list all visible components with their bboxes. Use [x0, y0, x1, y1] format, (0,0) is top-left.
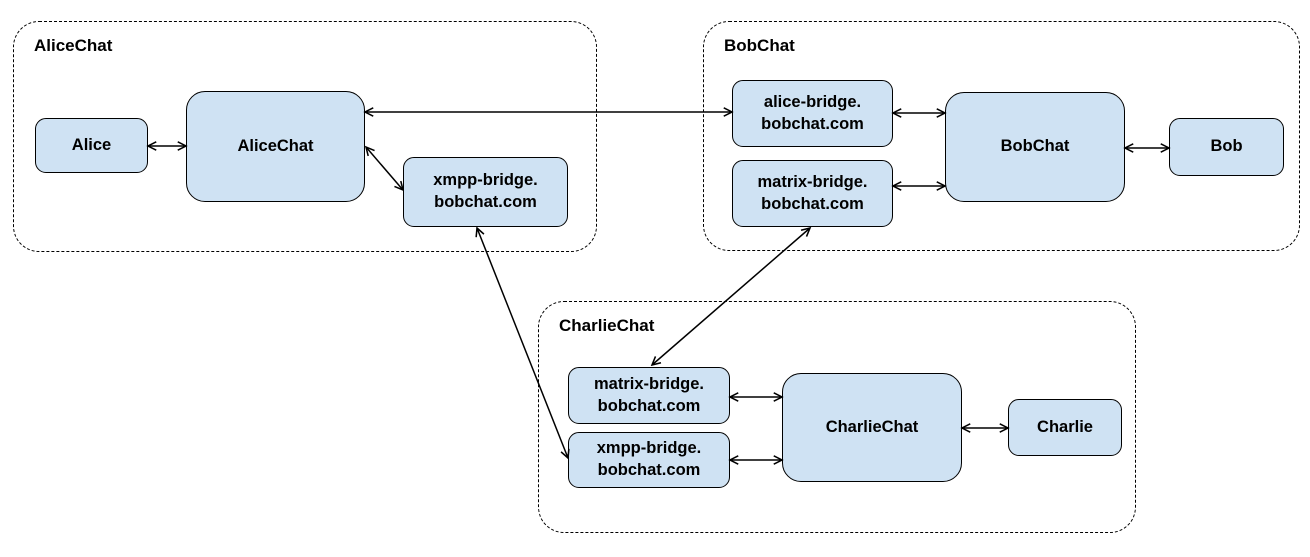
node-charlie: Charlie	[1008, 399, 1122, 456]
node-alice-bridge-bob: alice-bridge. bobchat.com	[732, 80, 893, 147]
node-alice-label: Alice	[71, 135, 112, 154]
group-alicechat-label: AliceChat	[34, 36, 113, 55]
node-alicechat-server-label: AliceChat	[237, 136, 314, 155]
node-charlie-label: Charlie	[1037, 417, 1093, 436]
node-xmpp-bridge-alice: xmpp-bridge. bobchat.com	[403, 157, 568, 227]
node-alicechat-server: AliceChat	[186, 91, 365, 202]
node-bobchat-server: BobChat	[945, 92, 1125, 202]
node-matrix-bridge-bob-label: matrix-bridge. bobchat.com	[757, 172, 868, 213]
group-charliechat-label: CharlieChat	[559, 316, 655, 335]
node-bob-label: Bob	[1210, 137, 1243, 156]
node-xmpp-bridge-alice-label: xmpp-bridge. bobchat.com	[433, 171, 538, 211]
node-matrix-bridge-charlie-label: matrix-bridge. bobchat.com	[593, 374, 705, 415]
node-matrix-bridge-bob: matrix-bridge. bobchat.com	[732, 160, 893, 227]
node-matrix-bridge-charlie: matrix-bridge. bobchat.com	[568, 367, 730, 424]
node-bob: Bob	[1169, 118, 1284, 176]
group-bobchat-label: BobChat	[724, 36, 795, 55]
node-alice-bridge-bob-label: alice-bridge. bobchat.com	[761, 92, 864, 133]
group-alicechat: AliceChat	[13, 21, 597, 252]
node-charliechat-server-label: CharlieChat	[825, 417, 919, 436]
node-charliechat-server: CharlieChat	[782, 373, 962, 482]
node-xmpp-bridge-charlie-label: xmpp-bridge. bobchat.com	[596, 439, 702, 479]
node-bobchat-server-label: BobChat	[1000, 137, 1070, 156]
group-bobchat: BobChat	[703, 21, 1300, 251]
node-xmpp-bridge-charlie: xmpp-bridge. bobchat.com	[568, 432, 730, 488]
node-alice: Alice	[35, 118, 148, 173]
